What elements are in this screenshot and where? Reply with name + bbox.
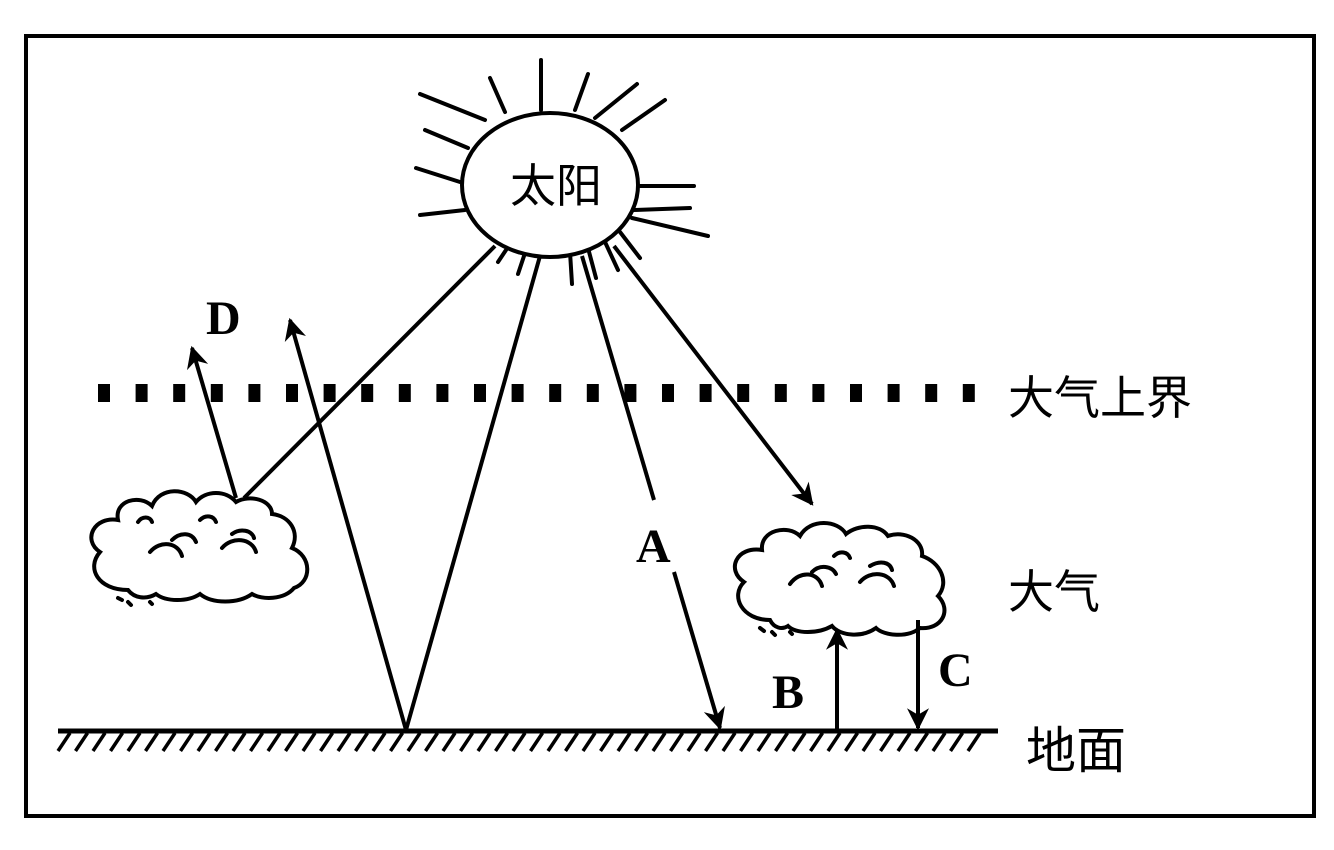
diagram-frame: [24, 34, 1316, 818]
ground-hatch-tick: [354, 732, 369, 752]
ray-sun-to-ground: [404, 255, 542, 731]
sun-label: 太阳: [510, 159, 602, 213]
cloud-right: [732, 521, 947, 637]
ground-hatch-tick: [336, 732, 352, 752]
ground-hatch-tick: [406, 732, 422, 752]
ground-hatch-tick: [214, 732, 229, 752]
ground-hatch-tick: [651, 732, 667, 752]
arrow-sun-to-right-cloud: [612, 244, 814, 506]
ground-hatch-tick: [196, 732, 212, 752]
ground-hatch-tick: [266, 732, 282, 752]
ground-hatch-tick: [914, 732, 929, 752]
atmosphere-top-label: 大气上界: [1008, 371, 1192, 425]
ground-hatch-tick: [704, 732, 719, 752]
ground-hatch-tick: [599, 732, 614, 752]
ground-hatch-tick: [966, 732, 982, 752]
ground-hatch-tick: [931, 732, 947, 752]
arrow-a: [672, 571, 725, 731]
ground-hatch-tick: [529, 732, 544, 752]
arrow-ground-reflection: [284, 317, 408, 731]
ground-hatch-tick: [669, 732, 684, 752]
ground-hatch-tick: [809, 732, 824, 752]
radiation-arrows: [187, 244, 929, 731]
ray-sun-to-a: [580, 255, 656, 501]
ground-hatch-tick: [424, 732, 439, 752]
label-c: C: [938, 644, 973, 697]
ground-hatch-tick: [179, 732, 194, 752]
ground-hatch-tick: [616, 732, 632, 752]
ground-label: 地面: [1026, 722, 1126, 780]
ground-hatch-tick: [879, 732, 894, 752]
sun: [460, 111, 640, 259]
ground-hatch-tick: [161, 732, 177, 752]
ground-hatch-tick: [861, 732, 877, 752]
arrow-cloud-reflection: [187, 345, 238, 499]
ground-hatch-tick: [826, 732, 842, 752]
cloud-left: [89, 489, 310, 607]
label-b: B: [772, 666, 804, 719]
ground-hatch-tick: [511, 732, 527, 752]
ground-hatch-tick: [74, 732, 89, 752]
ground-hatch-tick: [284, 732, 299, 752]
ground-hatch-tick: [301, 732, 317, 752]
ground-hatch-tick: [109, 732, 124, 752]
ground-hatch-tick: [791, 732, 807, 752]
ground-hatching: [56, 732, 982, 752]
label-d: D: [206, 292, 241, 345]
ground-hatch-tick: [686, 732, 702, 752]
sun-rays: [414, 58, 710, 286]
ground-hatch-tick: [721, 732, 737, 752]
ground-hatch-tick: [634, 732, 649, 752]
ground-hatch-tick: [126, 732, 142, 752]
ground-hatch-tick: [144, 732, 159, 752]
ground-hatch-tick: [546, 732, 562, 752]
ground-hatch-tick: [231, 732, 247, 752]
ground-hatch-tick: [319, 732, 334, 752]
ground-hatch-tick: [896, 732, 912, 752]
ground-hatch-tick: [774, 732, 789, 752]
label-a: A: [636, 520, 671, 573]
ground-hatch-tick: [739, 732, 754, 752]
ground-hatch-tick: [441, 732, 457, 752]
ground-hatch-tick: [949, 732, 964, 752]
ground-hatch-tick: [56, 732, 72, 752]
ground-hatch-tick: [91, 732, 107, 752]
atmosphere-label: 大气: [1008, 565, 1100, 619]
ground-hatch-tick: [494, 732, 509, 752]
ground-hatch-tick: [564, 732, 579, 752]
ground-hatch-tick: [389, 732, 404, 752]
ground-hatch-tick: [756, 732, 772, 752]
ground-hatch-tick: [581, 732, 597, 752]
ground-hatch-tick: [371, 732, 387, 752]
ground-hatch-tick: [249, 732, 264, 752]
ground-hatch-tick: [844, 732, 859, 752]
ground-hatch-tick: [459, 732, 474, 752]
ray-sun-to-left-cloud: [242, 244, 497, 500]
ground-hatch-tick: [476, 732, 492, 752]
